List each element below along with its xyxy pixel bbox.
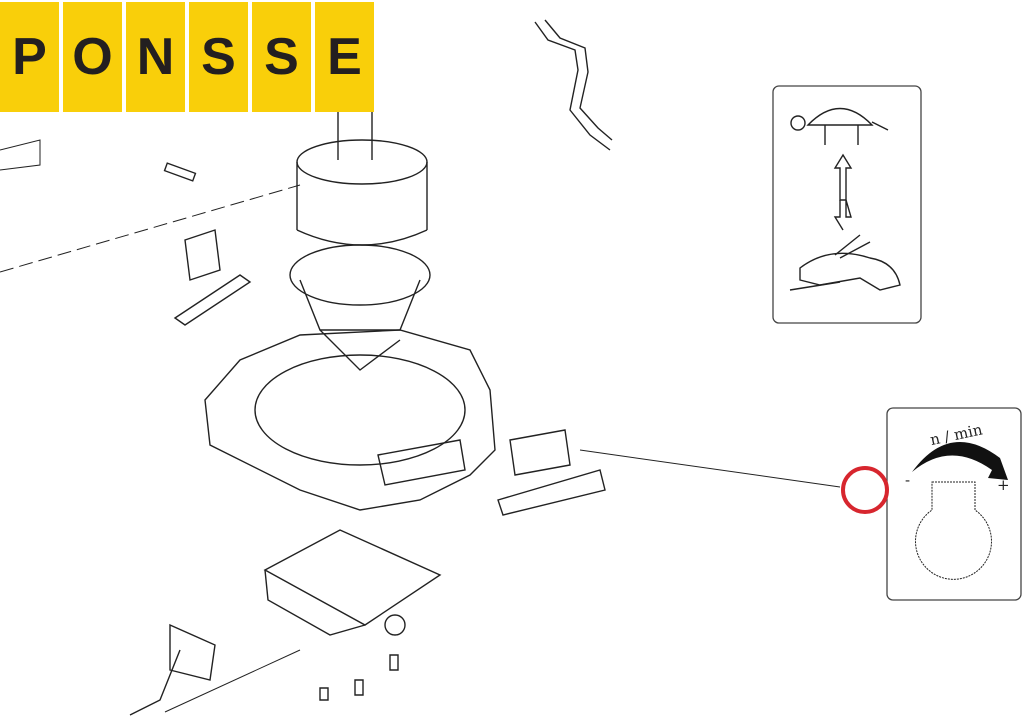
minus-sign: -: [905, 471, 910, 489]
logo-letter: S: [189, 2, 248, 112]
switch-plate-left: [173, 274, 252, 326]
switch-left: [184, 229, 221, 281]
knob-outline: [915, 481, 992, 580]
ponsse-logo: P O N S S E: [0, 2, 374, 112]
lever-arm: [534, 21, 611, 151]
speed-mode-panel: [772, 85, 922, 324]
pin: [163, 162, 197, 182]
engine-speed-panel: n / min - +: [886, 407, 1022, 601]
logo-letter: E: [315, 2, 374, 112]
dashed-guide-line: [0, 184, 301, 273]
switch-right: [509, 429, 571, 476]
base-shell: [204, 329, 496, 511]
turtle-icon: [790, 107, 889, 145]
shaft: [337, 110, 373, 160]
rabbit-icon: [789, 234, 901, 291]
highlight-circle: [841, 466, 889, 514]
switch-plate-right: [497, 469, 606, 516]
logo-letter: O: [63, 2, 122, 112]
screws: [319, 654, 399, 701]
curved-arrow-icon: [912, 441, 1008, 480]
lower-bracket: [263, 529, 442, 626]
side-bracket: [169, 623, 216, 681]
washer: [384, 614, 406, 636]
logo-letter: S: [252, 2, 311, 112]
leader-line: [579, 449, 841, 488]
mount-bracket: [319, 329, 401, 371]
logo-letter: N: [126, 2, 185, 112]
up-down-arrow-icon: [833, 153, 853, 231]
housing-ring-top: [296, 139, 428, 185]
plus-sign: +: [997, 476, 1010, 494]
spring-ring: [289, 244, 431, 306]
partial-panel-left: [0, 139, 41, 171]
logo-letter: P: [0, 2, 59, 112]
